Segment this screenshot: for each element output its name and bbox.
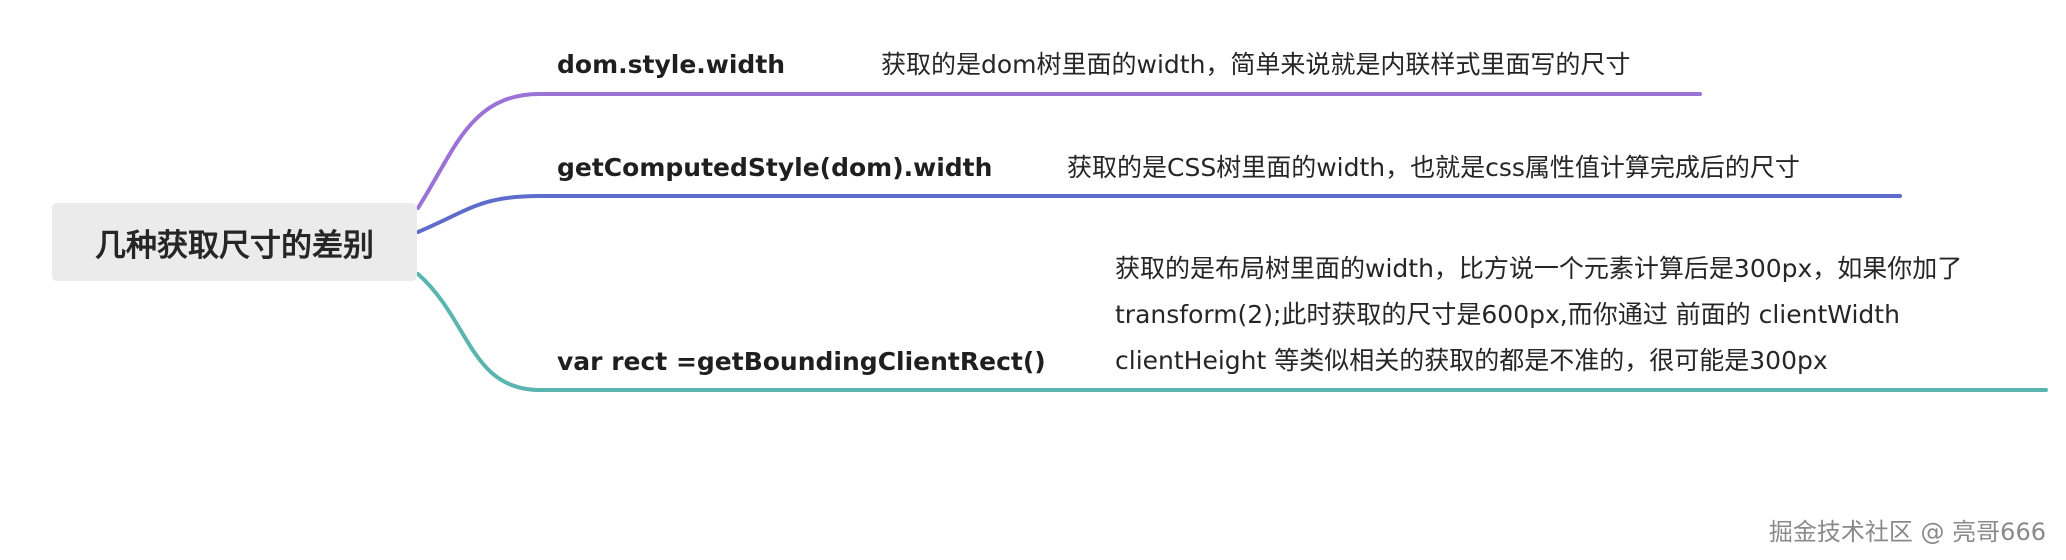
- root-topic[interactable]: 几种获取尺寸的差别: [52, 203, 417, 281]
- branch-1-description: 获取的是dom树里面的width，简单来说就是内联样式里面写的尺寸: [881, 50, 1631, 79]
- branch-2-topic[interactable]: getComputedStyle(dom).width: [557, 153, 993, 182]
- branch-1-connector: [416, 92, 1702, 210]
- watermark: 掘金技术社区 @ 亮哥666: [1768, 518, 2046, 546]
- branch-3-description: 获取的是布局树里面的width，比方说一个元素计算后是300px，如果你加了 t…: [1115, 246, 1962, 384]
- root-topic-label: 几种获取尺寸的差别: [95, 227, 374, 264]
- branch-3-connector: [416, 272, 2048, 392]
- branch-3-topic[interactable]: var rect =getBoundingClientRect(): [557, 347, 1046, 376]
- branch-1-topic[interactable]: dom.style.width: [557, 50, 786, 79]
- branch-3-description-line: 获取的是布局树里面的width，比方说一个元素计算后是300px，如果你加了: [1115, 254, 1963, 283]
- branch-3-description-line: transform(2);此时获取的尺寸是600px,而你通过 前面的 clie…: [1115, 300, 1900, 329]
- branch-2-connector: [416, 194, 1902, 234]
- branch-3-description-line: clientHeight 等类似相关的获取的都是不准的，很可能是300px: [1115, 346, 1828, 375]
- branch-2-description: 获取的是CSS树里面的width，也就是css属性值计算完成后的尺寸: [1067, 153, 1800, 182]
